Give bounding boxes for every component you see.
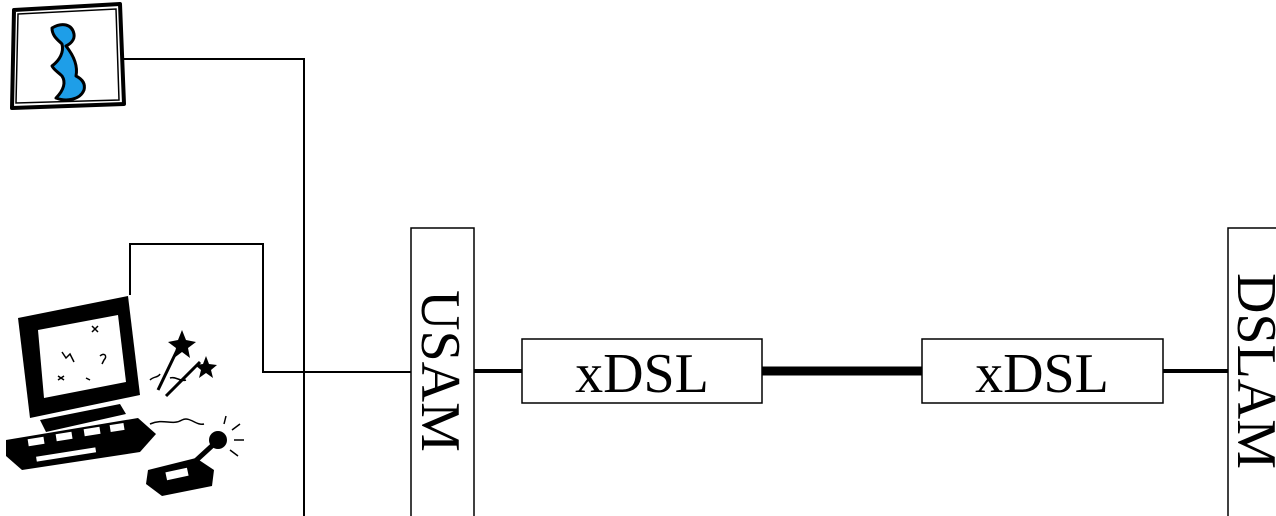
computer-icon bbox=[6, 296, 244, 496]
xdsl-right-label: xDSL bbox=[975, 343, 1109, 405]
dslam-label: DSLAM bbox=[1225, 273, 1276, 469]
wiring bbox=[124, 58, 411, 516]
xdsl-left-box: xDSL bbox=[521, 338, 763, 405]
phone-line bbox=[124, 58, 305, 516]
telephone-icon bbox=[10, 2, 126, 110]
usam-label: USAM bbox=[409, 290, 471, 452]
xdsl-right-box: xDSL bbox=[921, 338, 1164, 405]
computer-line bbox=[129, 243, 411, 373]
usam-box: USAM bbox=[409, 227, 475, 516]
xdsl-left-label: xDSL bbox=[575, 343, 709, 405]
dslam-box: DSLAM bbox=[1225, 227, 1276, 516]
